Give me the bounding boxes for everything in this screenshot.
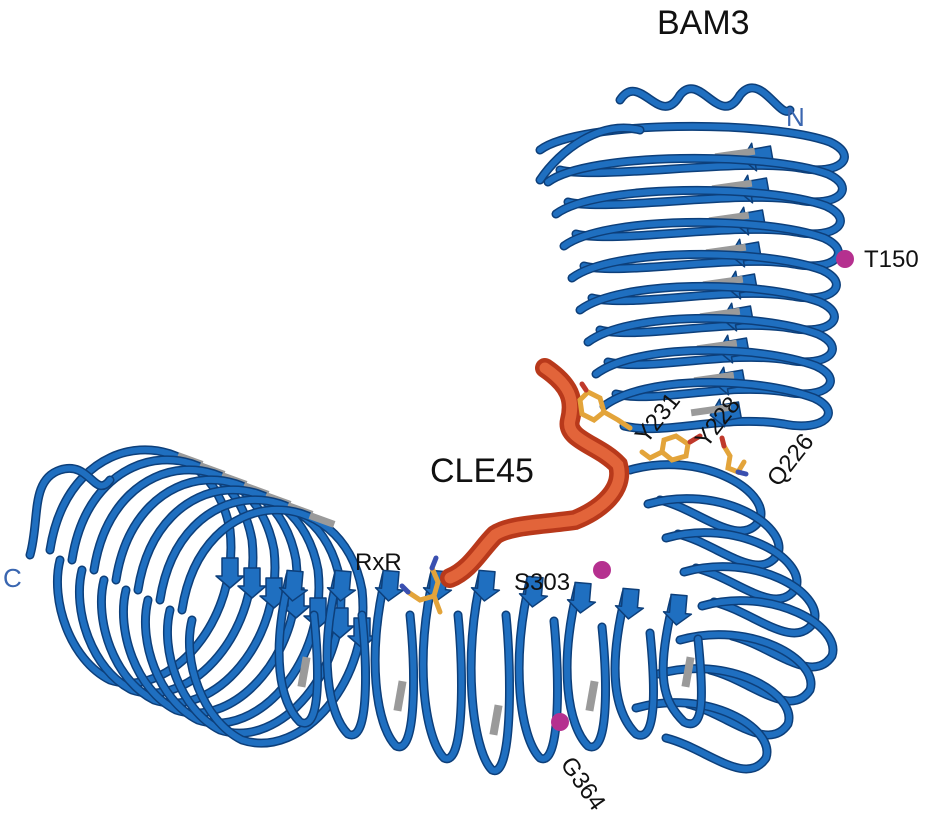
peptide-label: CLE45 [430,452,534,490]
protein-title: BAM3 [657,4,750,42]
c-domain-loop [179,507,366,747]
arc-hairpin [612,590,657,739]
c-domain-strand [237,567,267,599]
arc-sheet-shade [297,656,311,688]
arc-sheet-shade [393,680,407,712]
c-domain-loop [47,447,234,687]
bam3-n-terminal-lrr-coil [535,83,849,434]
c-domain-sheet-shade [308,512,336,528]
arc-hairpin [660,596,705,727]
arc-strand [470,569,501,602]
arc-strand [326,569,357,602]
n-domain-loop [585,315,836,368]
arc-strand [374,569,405,602]
mid-loop [699,597,836,670]
c-terminus-tail [27,465,113,558]
c-domain-loop [113,477,300,717]
t150-label: T150 [864,246,919,273]
c-domain-loop [135,487,322,727]
arc-strand [518,575,549,608]
n-cap-helix [617,85,793,115]
rxr-label: RxR [355,549,402,576]
n-domain-loop [545,155,846,208]
c-domain-loop [69,457,256,697]
n-domain-loop [577,283,838,336]
arc-sheet-shade [489,704,503,736]
rxr-side-chain [399,555,443,615]
arc-strand [614,587,645,620]
mid-loop [655,665,792,738]
arc-strand [566,581,597,614]
q226-side-chain [719,435,749,477]
mid-loop [677,631,814,704]
n-domain-loop [601,379,832,432]
arc-hairpin [372,572,417,750]
t150-site-sphere [836,250,854,268]
g364-site-sphere [551,713,569,731]
arc-hairpin [516,578,561,762]
arc-sheet-shade [681,656,695,688]
arc-strand [278,569,309,602]
n-domain-sheet-shade [690,403,732,417]
y228-side-chain [639,433,703,463]
arc-hairpin [324,572,369,738]
c-terminus-label: C [3,563,22,593]
arc-strand [662,593,693,626]
n-domain-loop [593,347,834,400]
bam3-concave-lrr-loops [274,460,838,775]
n-terminus-label: N [786,102,805,132]
arc-hairpin [420,572,465,762]
mid-loop [633,699,770,772]
arc-sheet-shade [585,680,599,712]
bam3-c-terminal-lrr-coil [25,445,377,748]
n-domain-loop [569,251,840,304]
arc-hairpin [276,572,321,727]
arc-hairpin [564,584,609,750]
n-domain-loop [537,123,848,176]
arc-hairpin [468,572,513,774]
n-cap-loop [537,125,643,183]
y231-side-chain [577,381,633,431]
s303-label: S303 [514,569,571,596]
c-domain-loop [91,467,278,707]
c-domain-strand [215,557,245,589]
cle45-peptide-highlight [444,362,625,584]
s303-site-sphere [593,561,611,579]
n-domain-loop [553,187,844,240]
